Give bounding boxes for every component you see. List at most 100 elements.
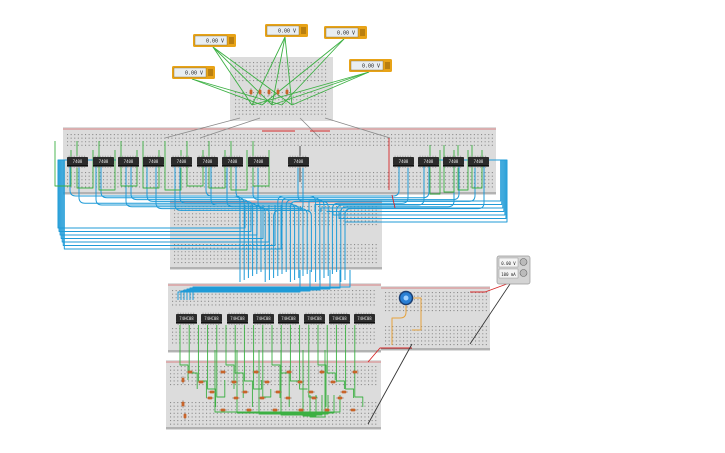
output-wire[interactable]: [326, 325, 336, 380]
output-wire[interactable]: [188, 325, 198, 389]
ic-chip[interactable]: 74HC08: [278, 312, 299, 325]
ic-chip[interactable]: 7408: [248, 155, 269, 168]
resistor[interactable]: [183, 412, 187, 420]
ic-chip[interactable]: 74HC08: [253, 312, 274, 325]
output-wire[interactable]: [354, 325, 364, 407]
probe-wire[interactable]: [251, 71, 370, 106]
multimeter[interactable]: 0.00 V: [349, 59, 392, 72]
output-wire[interactable]: [271, 325, 281, 398]
resistor[interactable]: [258, 88, 262, 96]
logic-wire[interactable]: [54, 141, 72, 187]
current-knob[interactable]: [519, 269, 528, 277]
output-wire[interactable]: [317, 325, 327, 407]
multimeter[interactable]: 0.00 V: [265, 24, 308, 37]
output-wire[interactable]: [280, 350, 323, 416]
resistor[interactable]: [297, 408, 305, 412]
resistor[interactable]: [208, 390, 216, 394]
ic-chip[interactable]: 7408: [118, 155, 139, 168]
power-lead[interactable]: [470, 280, 516, 293]
ic-chip[interactable]: 7408: [468, 155, 489, 168]
resistor[interactable]: [230, 380, 238, 384]
bus-wire[interactable]: [331, 165, 409, 274]
output-wire[interactable]: [253, 325, 263, 390]
resistor[interactable]: [285, 370, 293, 374]
resistor[interactable]: [219, 408, 227, 412]
ic-chip[interactable]: 74HC08: [329, 312, 350, 325]
resistor[interactable]: [258, 396, 266, 400]
output-wire[interactable]: [299, 325, 308, 390]
resistor[interactable]: [252, 370, 260, 374]
power-lead[interactable]: [367, 347, 412, 363]
resistor[interactable]: [274, 390, 282, 394]
probe-wire[interactable]: [212, 46, 253, 106]
probe-wire[interactable]: [271, 36, 286, 106]
resistor[interactable]: [351, 370, 359, 374]
ic-chip[interactable]: 74HC08: [354, 312, 375, 325]
resistor[interactable]: [271, 408, 279, 412]
resistor[interactable]: [206, 396, 214, 400]
resistor[interactable]: [249, 88, 253, 96]
bus-wire[interactable]: [340, 165, 455, 282]
resistor[interactable]: [285, 88, 289, 96]
resistor[interactable]: [197, 380, 205, 384]
multimeter[interactable]: 0.00 V: [324, 26, 367, 39]
logic-wire[interactable]: [429, 145, 441, 195]
probe-wire[interactable]: [271, 71, 370, 106]
probe-wire[interactable]: [324, 117, 391, 139]
ic-chip[interactable]: 7408: [171, 155, 192, 168]
resistor[interactable]: [336, 396, 344, 400]
bus-wire[interactable]: [177, 270, 301, 300]
output-wire[interactable]: [280, 325, 290, 407]
output-wire[interactable]: [225, 325, 235, 389]
bus-wire[interactable]: [186, 270, 331, 300]
output-wire[interactable]: [243, 325, 253, 407]
probe-wire[interactable]: [212, 46, 273, 106]
resistor[interactable]: [310, 396, 318, 400]
ground-lead[interactable]: [469, 280, 513, 345]
output-wire[interactable]: [335, 325, 345, 389]
ic-chip[interactable]: 74HC08: [304, 312, 325, 325]
probe-wire[interactable]: [291, 71, 370, 106]
resistor[interactable]: [349, 408, 357, 412]
resistor[interactable]: [263, 380, 271, 384]
probe-wire[interactable]: [251, 36, 286, 106]
ic-chip[interactable]: 7408: [222, 155, 243, 168]
pot-lead[interactable]: [391, 298, 407, 345]
resistor[interactable]: [245, 408, 253, 412]
ground-lead[interactable]: [367, 343, 413, 425]
ic-chip[interactable]: 7408: [67, 155, 88, 168]
resistor[interactable]: [186, 370, 194, 374]
resistor[interactable]: [340, 390, 348, 394]
bus-wire[interactable]: [174, 165, 312, 272]
power-supply[interactable]: 0.00 V 100 mA: [496, 255, 531, 285]
resistor[interactable]: [284, 396, 292, 400]
ic-chip[interactable]: 7408: [288, 155, 309, 168]
ic-chip[interactable]: 74HC08: [227, 312, 248, 325]
logic-wire[interactable]: [164, 141, 182, 191]
probe-wire[interactable]: [212, 46, 293, 106]
output-wire[interactable]: [236, 350, 335, 414]
output-wire[interactable]: [302, 350, 317, 417]
ic-chip[interactable]: 7408: [393, 155, 414, 168]
resistor[interactable]: [241, 390, 249, 394]
probe-wire[interactable]: [164, 117, 241, 139]
output-wire[interactable]: [214, 350, 341, 413]
power-lead[interactable]: [391, 194, 396, 209]
resistor[interactable]: [232, 396, 240, 400]
output-wire[interactable]: [207, 325, 217, 407]
probe-wire[interactable]: [261, 38, 345, 106]
bus-wire[interactable]: [281, 165, 430, 274]
output-wire[interactable]: [309, 350, 326, 418]
output-wire[interactable]: [216, 325, 226, 398]
resistor[interactable]: [219, 370, 227, 374]
bus-wire[interactable]: [252, 165, 325, 278]
bus-wire[interactable]: [180, 270, 311, 300]
output-wire[interactable]: [258, 350, 329, 415]
bus-wire[interactable]: [155, 165, 308, 274]
probe-wire[interactable]: [299, 117, 321, 139]
resistor[interactable]: [318, 370, 326, 374]
resistor[interactable]: [296, 380, 304, 384]
resistor[interactable]: [276, 88, 280, 96]
ic-chip[interactable]: 7408: [143, 155, 164, 168]
ic-chip[interactable]: 7408: [443, 155, 464, 168]
